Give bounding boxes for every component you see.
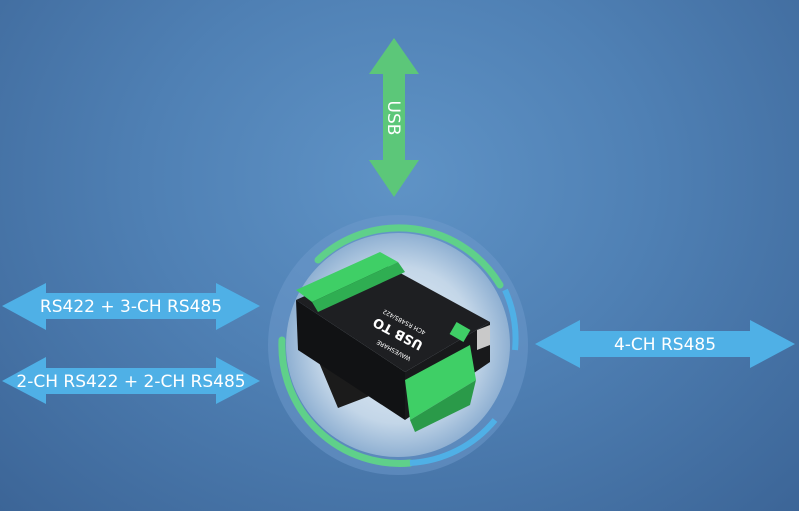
usb-to-rs485-device: USB TO 4CH RS485/422 WAVESHARE [296,252,490,432]
rs422-3ch-rs485-arrow: RS422 + 3-CH RS485 [2,283,260,330]
green-arc-bottom [278,336,414,467]
4ch-rs485-arrow: 4-CH RS485 [535,320,795,368]
rs422-3ch-rs485-label: RS422 + 3-CH RS485 [40,297,222,317]
usb-arrow-label: USB [383,101,403,136]
4ch-rs485-label: 4-CH RS485 [614,335,716,355]
blue-arc-bottom [409,418,498,466]
2ch-rs422-2ch-rs485-arrow: 2-CH RS422 + 2-CH RS485 [2,357,260,404]
green-arc-top [314,224,504,289]
blue-arc-right [502,288,519,351]
usb-arrow: USB [369,38,419,197]
2ch-rs422-2ch-rs485-label: 2-CH RS422 + 2-CH RS485 [16,372,245,392]
